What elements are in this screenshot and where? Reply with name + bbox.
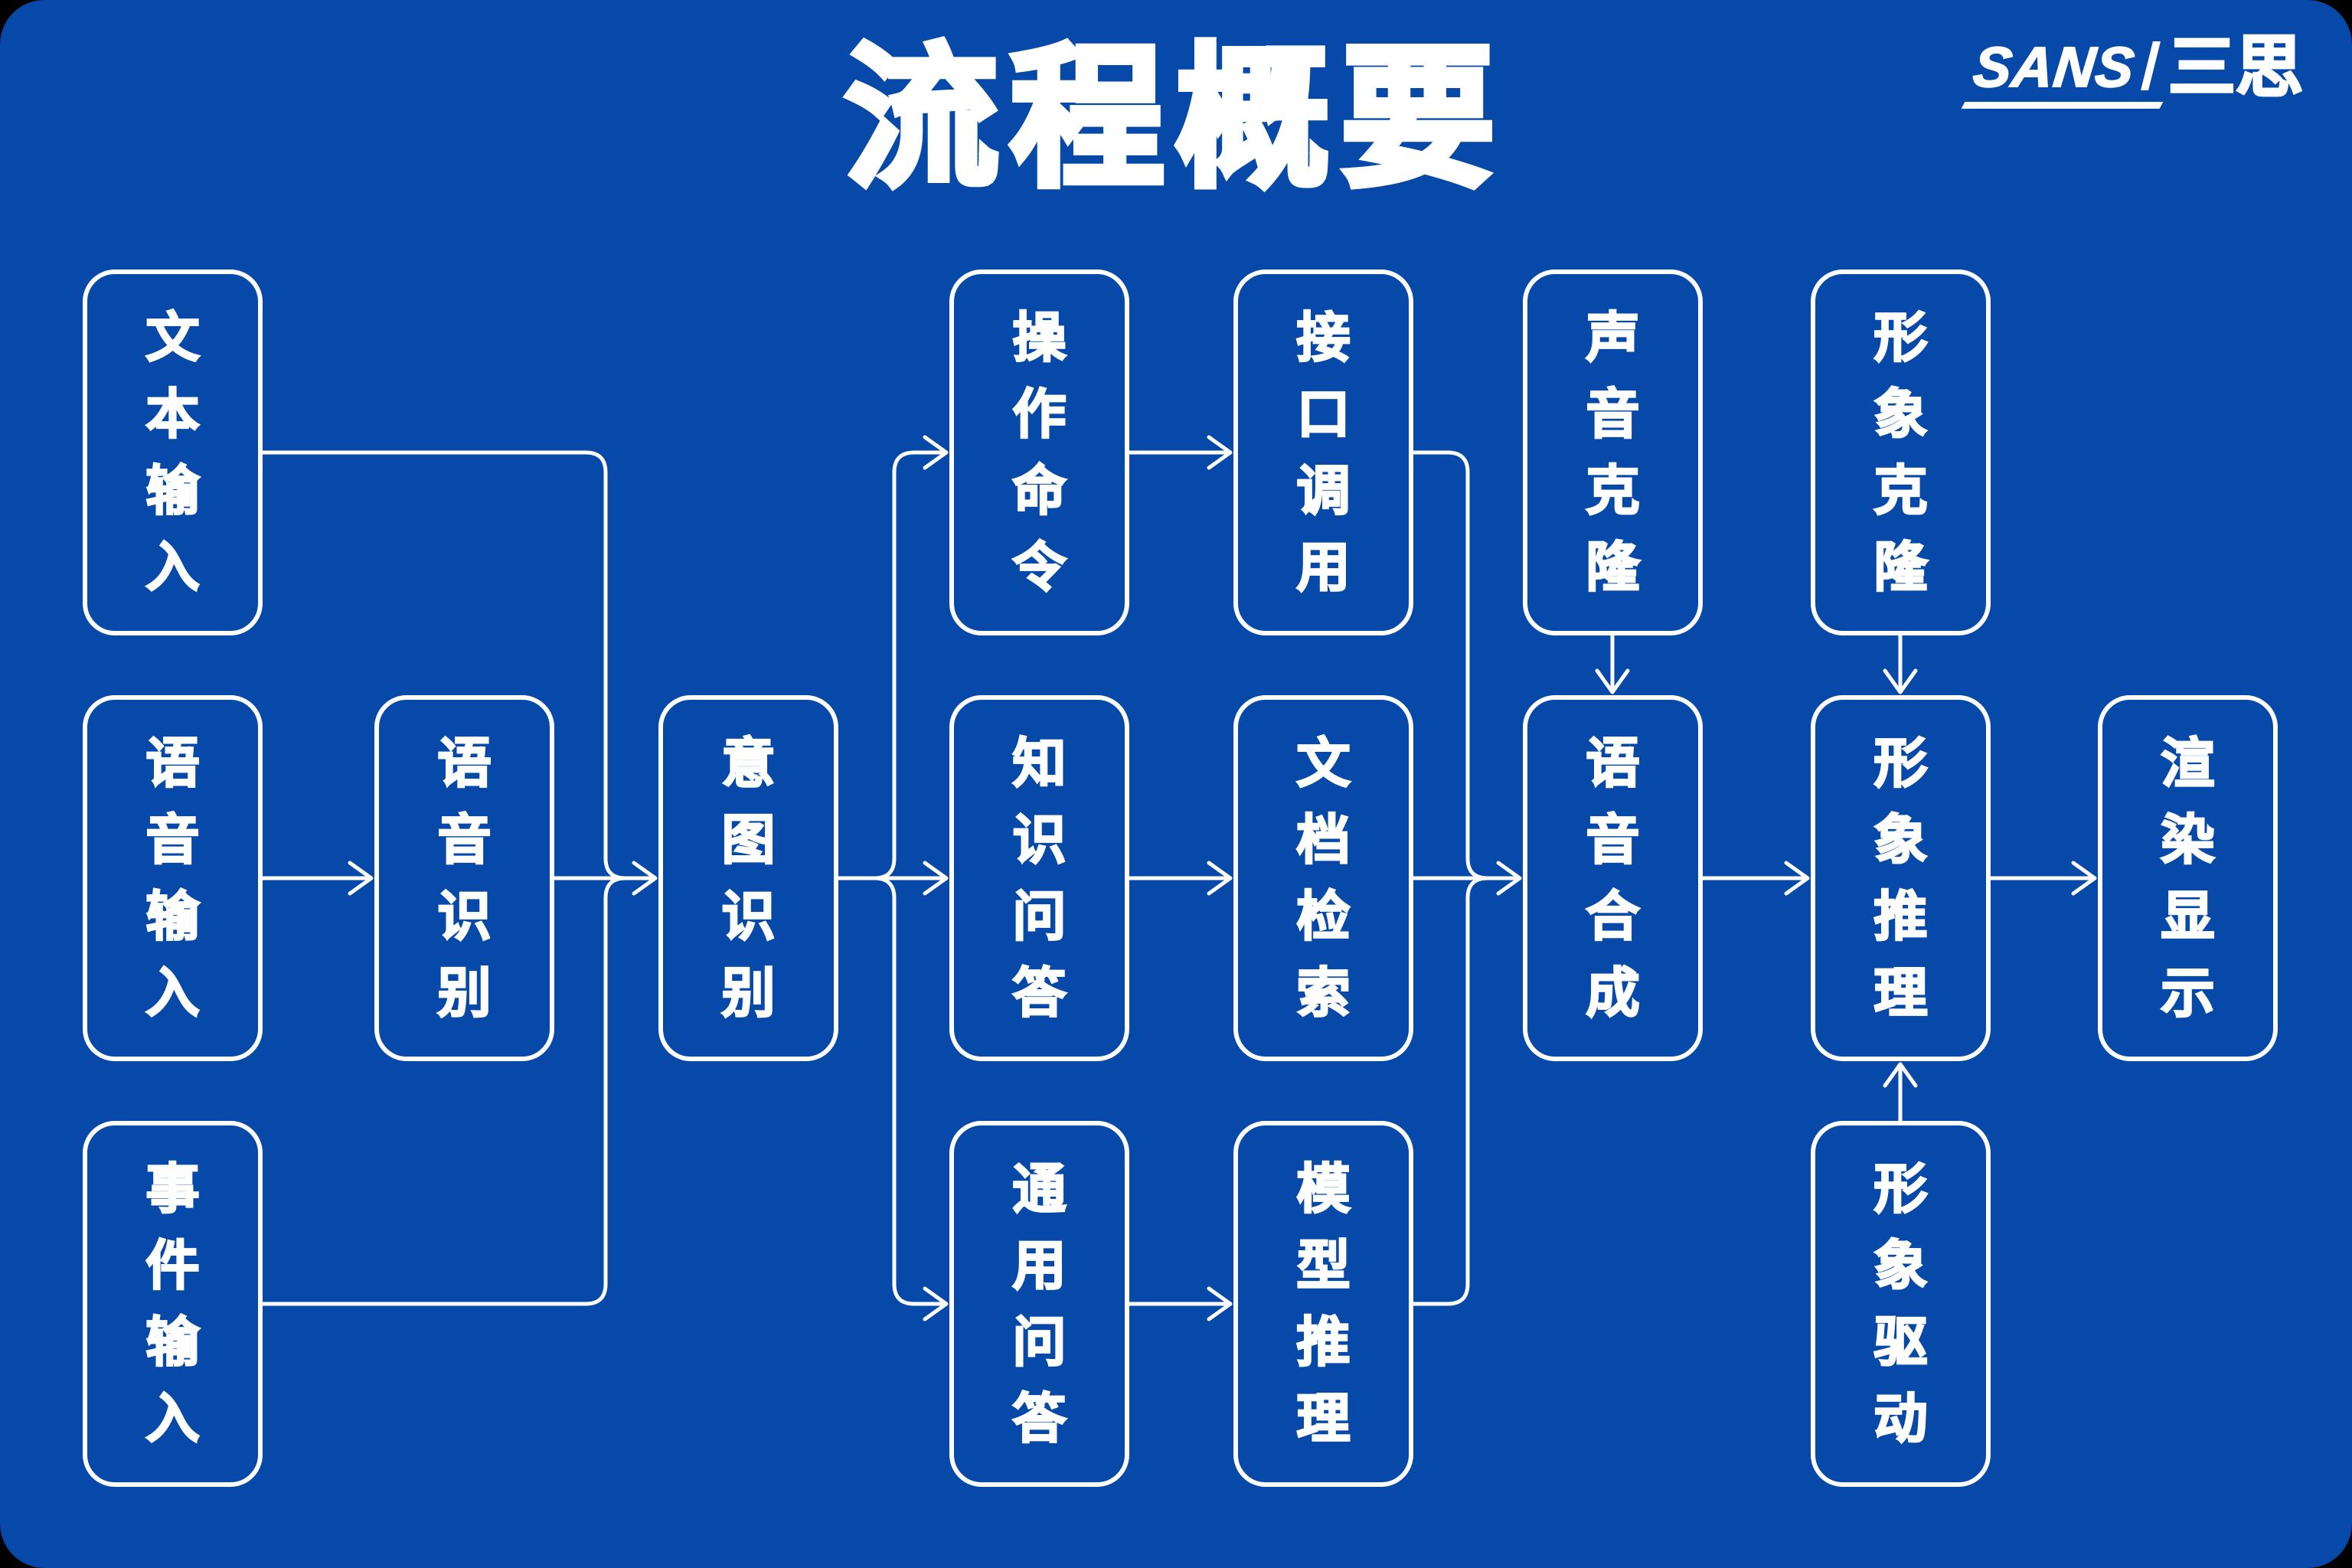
node-label-general-qa: 通用问答 bbox=[1011, 1158, 1067, 1450]
node-speech-recognition: 语音识别 bbox=[374, 695, 554, 1061]
node-render-display: 渲染显示 bbox=[2098, 695, 2278, 1061]
node-label-intent-recognition: 意图识别 bbox=[720, 733, 776, 1024]
node-label-voice-cloning: 声音克隆 bbox=[1585, 307, 1641, 599]
arrowhead-render-display bbox=[2071, 861, 2097, 896]
node-label-speech-recognition: 语音识别 bbox=[436, 733, 492, 1024]
node-label-avatar-driving: 形象驱动 bbox=[1873, 1158, 1929, 1450]
sansi-logo: SANS 三思 bbox=[1970, 32, 2304, 109]
node-general-qa: 通用问答 bbox=[949, 1121, 1129, 1487]
arrowhead-operation-command bbox=[923, 435, 949, 470]
arrowhead-avatar-inference bbox=[1784, 861, 1810, 896]
node-event-input: 事件输入 bbox=[83, 1121, 263, 1487]
arrowhead-model-inference bbox=[1207, 1286, 1233, 1321]
node-label-voice-input: 语音输入 bbox=[145, 733, 201, 1024]
node-label-model-inference: 模型推理 bbox=[1295, 1158, 1351, 1450]
node-voice-cloning: 声音克隆 bbox=[1523, 270, 1703, 635]
node-avatar-inference: 形象推理 bbox=[1811, 695, 1991, 1061]
arrowhead-api-call bbox=[1207, 435, 1233, 470]
edge-event-input-to-intent bbox=[260, 876, 628, 1306]
node-avatar-driving: 形象驱动 bbox=[1811, 1121, 1991, 1487]
node-speech-synthesis: 语音合成 bbox=[1523, 695, 1703, 1061]
arrowhead-general-qa bbox=[923, 1286, 949, 1321]
node-avatar-cloning: 形象克隆 bbox=[1811, 270, 1991, 635]
arrowhead-avatar-inference-bottom bbox=[1883, 1062, 1918, 1088]
arrowhead-speech-synthesis bbox=[1496, 861, 1522, 896]
edge-api-call-to-speech-synthesis bbox=[1411, 450, 1490, 880]
node-label-text-input: 文本输入 bbox=[145, 307, 201, 599]
sansi-logo-cjk: 三思 bbox=[2167, 29, 2304, 105]
edge-intent-to-operation-command bbox=[872, 450, 947, 880]
node-label-document-retrieval: 文档检索 bbox=[1295, 733, 1351, 1024]
node-label-avatar-cloning: 形象克隆 bbox=[1873, 307, 1929, 599]
arrowhead-avatar-inference-top bbox=[1883, 668, 1918, 694]
arrowhead-speech-recognition bbox=[348, 861, 374, 896]
arrowhead-speech-synthesis-top bbox=[1595, 668, 1630, 694]
node-text-input: 文本输入 bbox=[83, 270, 263, 635]
node-label-avatar-inference: 形象推理 bbox=[1873, 733, 1929, 1024]
node-label-api-call: 接口调用 bbox=[1295, 307, 1351, 599]
node-knowledge-qa: 知识问答 bbox=[949, 695, 1129, 1061]
page-title: 流程概要 bbox=[841, 31, 1507, 208]
node-label-operation-command: 操作命令 bbox=[1011, 307, 1067, 599]
node-label-render-display: 渲染显示 bbox=[2160, 733, 2216, 1024]
arrowhead-knowledge-qa bbox=[923, 861, 949, 896]
edge-model-inference-to-speech-synthesis bbox=[1411, 876, 1490, 1306]
node-api-call: 接口调用 bbox=[1233, 270, 1413, 635]
arrowhead-document-retrieval bbox=[1207, 861, 1233, 896]
node-label-speech-synthesis: 语音合成 bbox=[1585, 733, 1641, 1024]
arrowhead-intent-recognition bbox=[632, 861, 658, 896]
node-model-inference: 模型推理 bbox=[1233, 1121, 1413, 1487]
node-document-retrieval: 文档检索 bbox=[1233, 695, 1413, 1061]
node-label-knowledge-qa: 知识问答 bbox=[1011, 733, 1067, 1024]
node-operation-command: 操作命令 bbox=[949, 270, 1129, 635]
node-voice-input: 语音输入 bbox=[83, 695, 263, 1061]
node-intent-recognition: 意图识别 bbox=[658, 695, 838, 1061]
node-label-event-input: 事件输入 bbox=[145, 1158, 201, 1450]
edge-intent-to-general-qa bbox=[872, 876, 947, 1306]
